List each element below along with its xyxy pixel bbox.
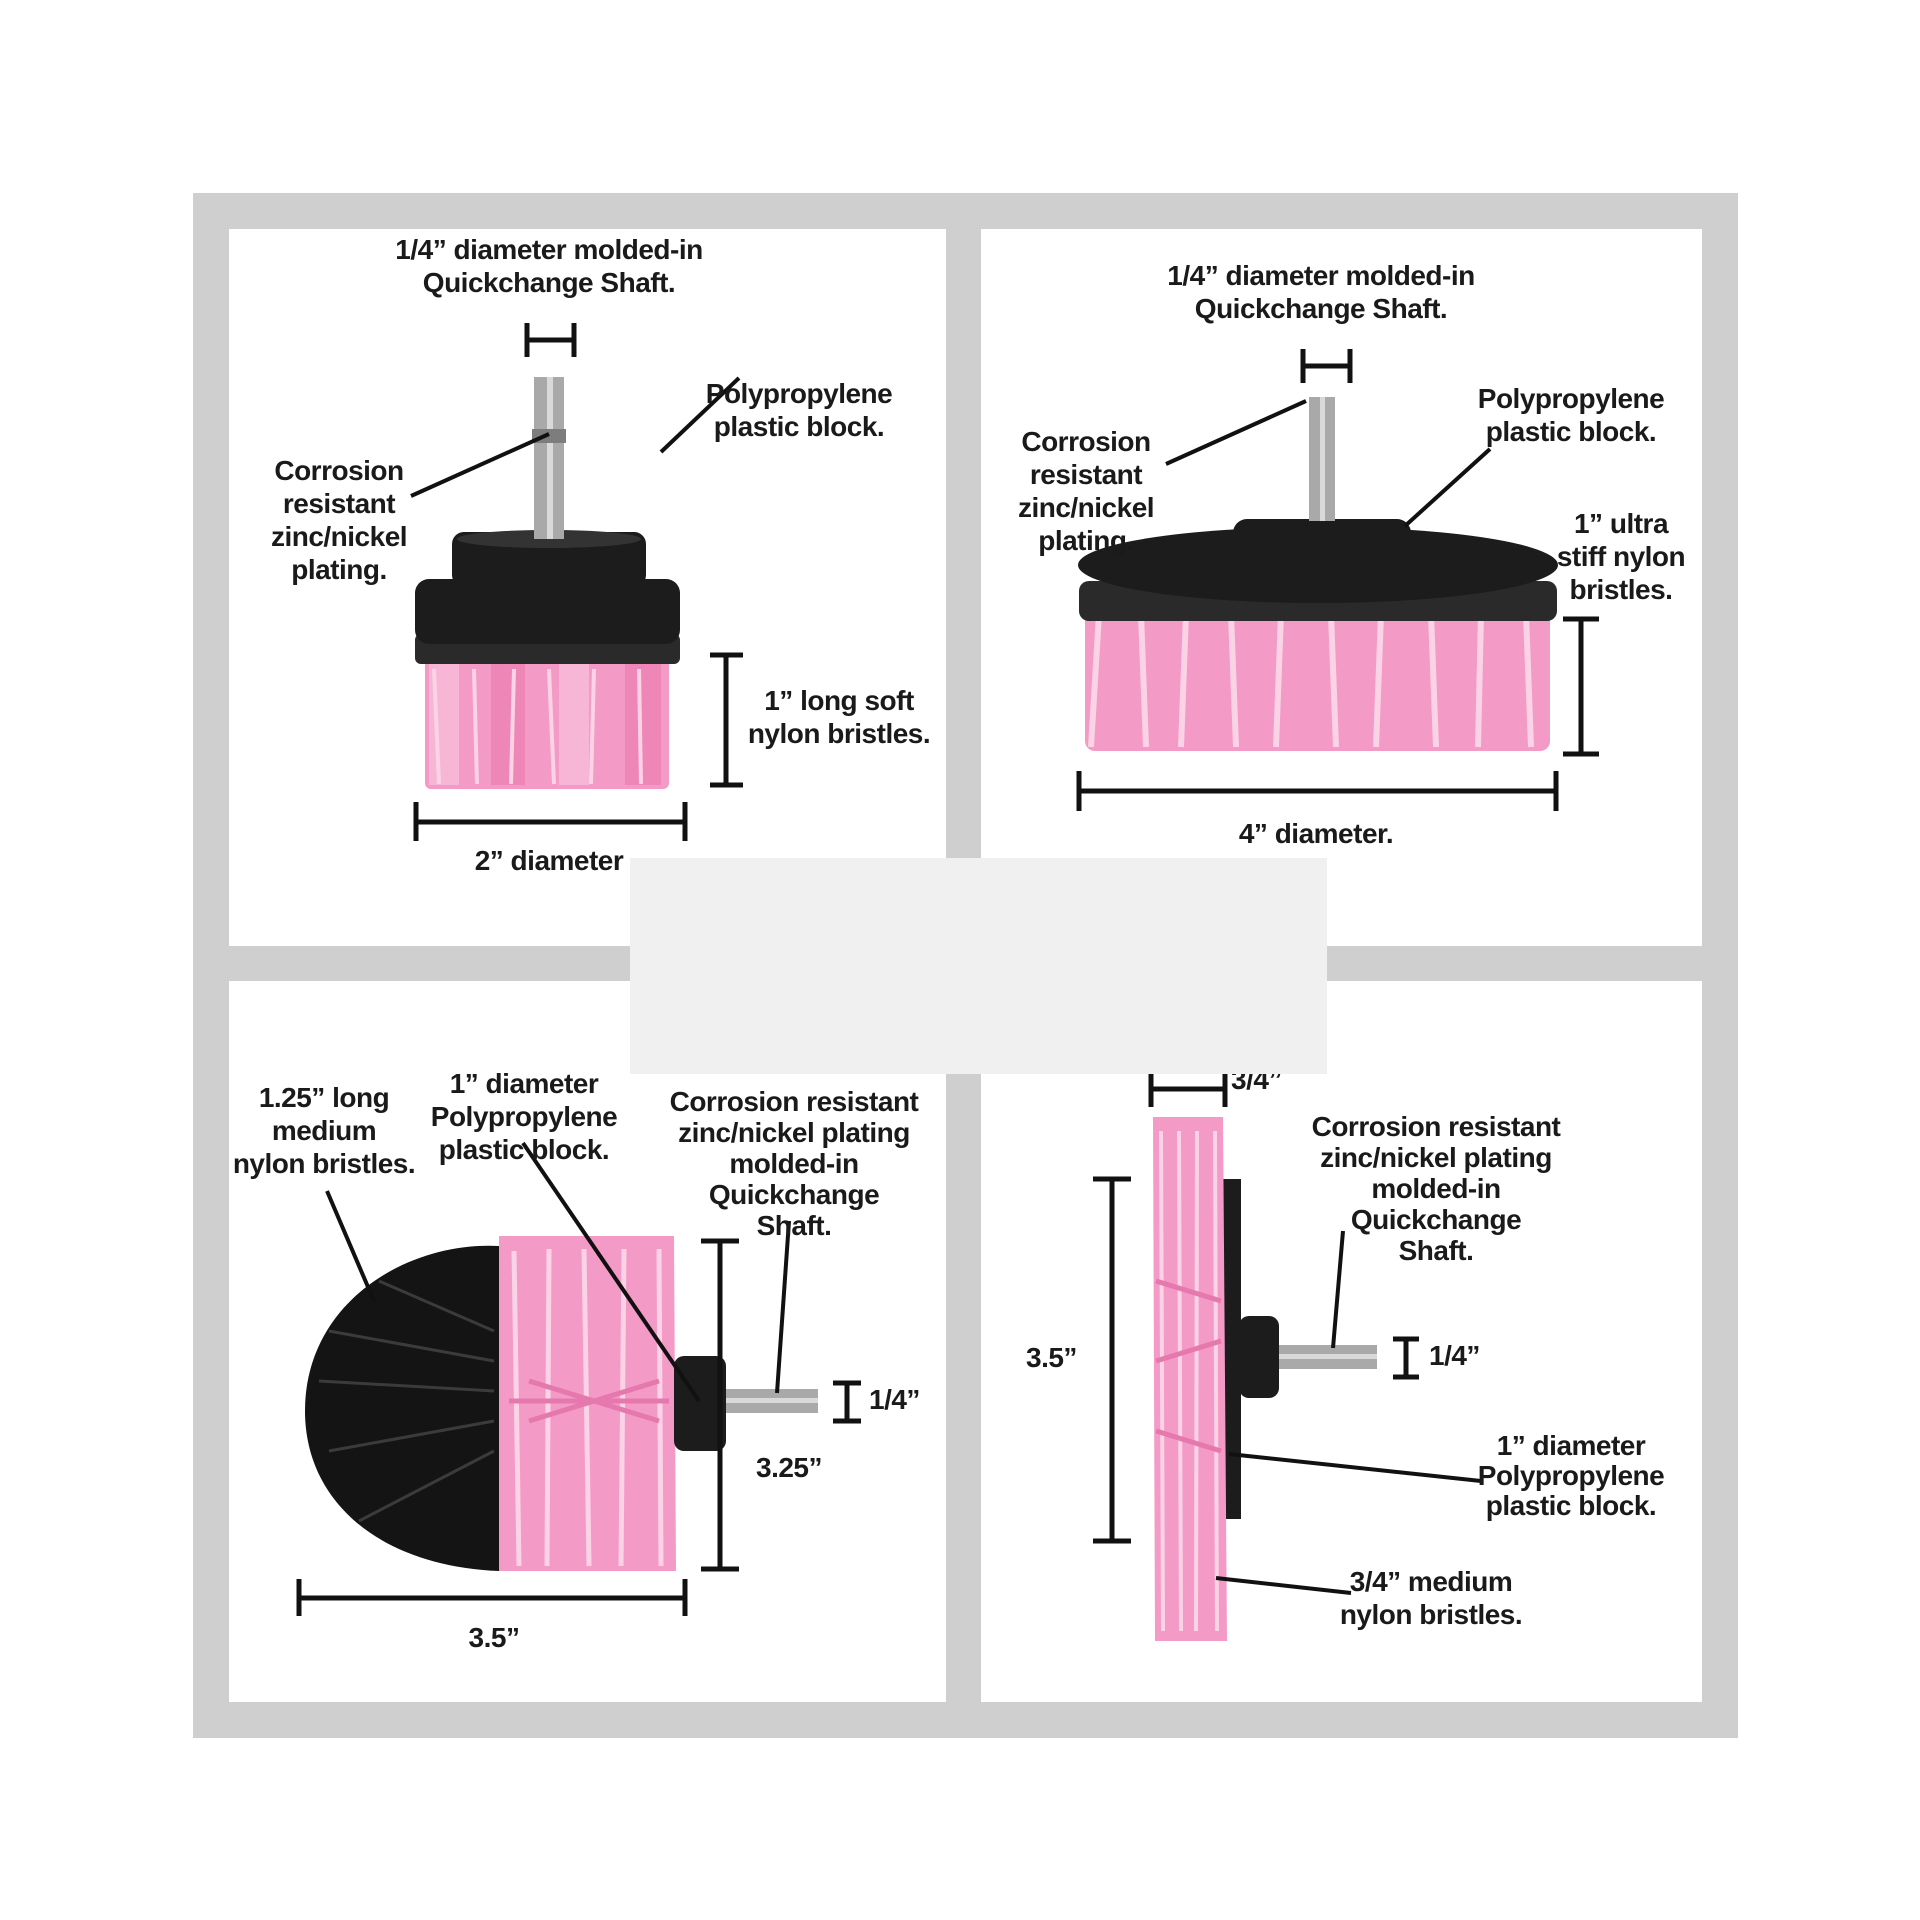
diameter-label: 2” diameter: [474, 845, 624, 876]
side-brush-illustration: [1093, 1071, 1482, 1641]
diameter-label: 4” diameter.: [1238, 818, 1394, 849]
steel-shaft: [726, 1389, 818, 1413]
bristle-length-label: 1” long soft nylon bristles.: [747, 685, 931, 749]
plastic-block: [415, 530, 680, 664]
panel-4in-brush: 1/4” diameter molded-in Quickchange Shaf…: [981, 229, 1702, 946]
pink-bristles: [1085, 611, 1550, 751]
panel-side-brush: 3/4” Corrosion resistant zinc/nickel pla…: [981, 981, 1702, 1702]
shaft-size-label: 1/4”: [869, 1384, 920, 1415]
plating-label: Corrosion resistant zinc/nickel plating.: [270, 455, 408, 585]
bristle-length-label: 1.25” long medium nylon bristles.: [232, 1082, 416, 1179]
plastic-block: [1078, 519, 1558, 621]
shaft-diameter-label: 1/4” diameter molded-in Quickchange Shaf…: [1167, 260, 1475, 324]
block-material-label: Polypropylene plastic block.: [1477, 383, 1665, 447]
block-diameter-label: 1” diameter Polypropylene plastic block.: [1477, 1430, 1665, 1521]
center-blank-overlay: [630, 858, 1327, 1074]
pink-bristles: [1153, 1117, 1227, 1641]
panel-2in-brush: 1/4” diameter molded-in Quickchange Shaf…: [229, 229, 946, 946]
block-material-label: Polypropylene plastic block.: [705, 378, 893, 442]
block-diameter-label: 1” diameter Polypropylene plastic block.: [430, 1068, 618, 1165]
bristle-length-label: 3/4” medium nylon bristles.: [1339, 1566, 1523, 1630]
pink-bristles: [499, 1236, 676, 1571]
panel-round-brush: 1.25” long medium nylon bristles. 1” dia…: [229, 981, 946, 1702]
plastic-block: [674, 1356, 726, 1451]
shaft-size-label: 1/4”: [1429, 1340, 1480, 1371]
brush-2in-illustration: [410, 323, 743, 841]
height-label: 3.25”: [756, 1452, 823, 1483]
plating-label: Corrosion resistant zinc/nickel plating …: [669, 1086, 919, 1241]
round-brush-illustration: [296, 1141, 861, 1616]
plating-label: Corrosion resistant zinc/nickel plating …: [1311, 1111, 1561, 1266]
steel-shaft: [1279, 1345, 1377, 1369]
steel-shaft: [532, 377, 566, 539]
height-label: 3.5”: [1026, 1342, 1077, 1373]
shaft-diameter-label: 1/4” diameter molded-in Quickchange Shaf…: [395, 234, 703, 298]
brush-4in-illustration: [1076, 349, 1599, 811]
steel-shaft: [1309, 397, 1335, 521]
image-frame: 1/4” diameter molded-in Quickchange Shaf…: [193, 193, 1738, 1738]
bristle-stiffness-label: 1” ultra stiff nylon bristles.: [1556, 508, 1686, 605]
pink-bristles: [425, 649, 669, 789]
black-bristles: [305, 1245, 499, 1571]
width-label: 3.5”: [468, 1622, 520, 1653]
plating-label: Corrosion resistant zinc/nickel plating.: [1017, 426, 1155, 556]
